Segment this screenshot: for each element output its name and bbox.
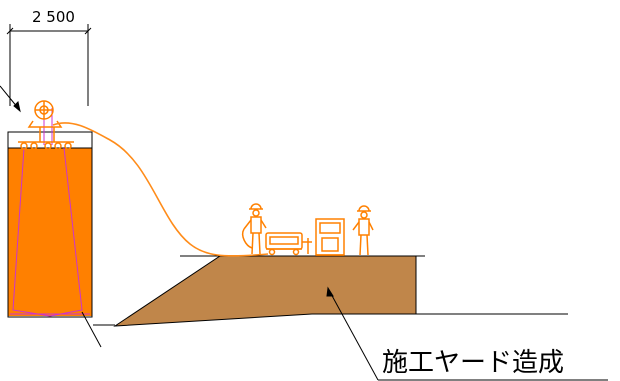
dimension-line — [6, 24, 92, 106]
worker-icon — [241, 203, 267, 255]
winch-leader — [0, 85, 21, 113]
worker-icon — [352, 205, 374, 256]
control-panel-icon — [315, 218, 345, 256]
shaft — [7, 108, 93, 318]
yard-embankment — [113, 255, 417, 327]
lower-left-leader — [81, 311, 102, 348]
generator-icon — [265, 232, 312, 256]
callout-label: 施工ヤード造成 — [382, 348, 564, 378]
winch-pulley-icon — [18, 100, 74, 150]
callout-leader — [326, 286, 608, 381]
dimension-label: 2 500 — [32, 8, 75, 26]
hose — [52, 122, 269, 257]
